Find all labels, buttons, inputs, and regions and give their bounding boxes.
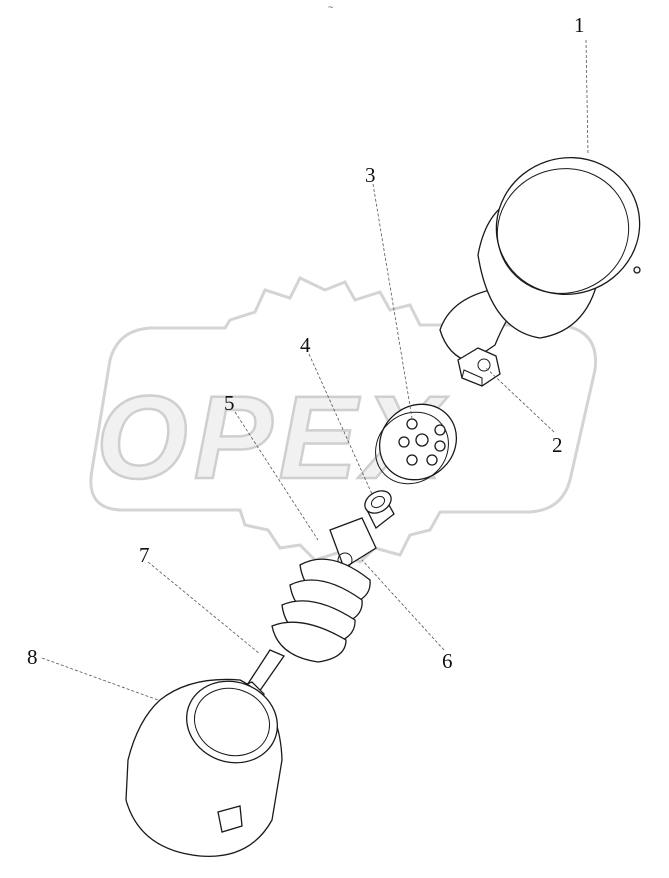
callout-7: 7 [139,543,150,567]
part-2-hole [477,358,491,372]
callout-5: 5 [224,391,235,415]
callout-2: 2 [552,433,563,457]
part-4-sleeve [364,490,395,529]
part-1-vent [633,266,641,274]
leader-lines [41,39,589,701]
part-3-hole [426,454,438,466]
callouts: 1 2 3 4 5 6 7 8 [27,13,585,673]
callout-8: 8 [27,645,38,669]
watermark-text: OPEX [96,372,448,504]
part-3-hole [434,424,446,436]
part-8-housing [125,678,283,858]
part-3-hole [406,454,418,466]
part-3-hole [415,433,429,447]
watermark: OPEX [89,276,598,564]
part-1-cap-rim [496,168,630,294]
part-8-top [186,680,278,764]
part-3-filter-disc [375,403,458,485]
part-3-hole [398,436,410,448]
part-8-slot [217,805,243,833]
callout-4: 4 [300,333,311,357]
part-2-nut [457,347,501,387]
callout-6: 6 [442,649,453,673]
part-3-hole [434,440,446,452]
top-mark: ~ [328,2,333,12]
callout-1: 1 [574,13,585,37]
part-5-ring [271,621,347,663]
part-3-hole [406,418,418,430]
part-6-tube [329,517,377,569]
part-5-6-float-assembly [271,517,377,663]
callout-3: 3 [365,163,376,187]
part-1-reservoir [439,156,641,363]
